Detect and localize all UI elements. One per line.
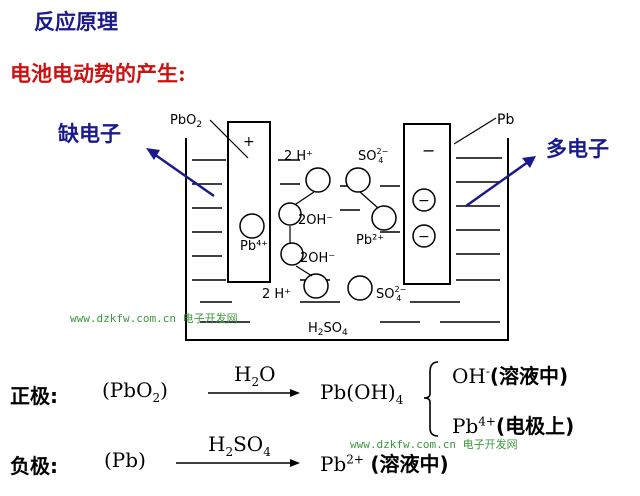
pb-label: Pb	[497, 112, 514, 128]
positive-sign: +	[243, 134, 255, 150]
product-branch-pb4: Pb4+(电极上)	[452, 414, 575, 438]
watermark: www.dzkfw.com.cn 电子开发网	[350, 438, 518, 451]
ion-so4-bottom: SO2−4	[376, 285, 406, 303]
positive-reactant: (PbO2)	[102, 378, 168, 405]
electrolyte-lines	[192, 157, 502, 323]
product-branch-oh: OH-(溶液中)	[452, 364, 569, 388]
ion-pb2: Pb²⁺	[356, 233, 384, 248]
pbo2-label: PbO2	[170, 113, 202, 130]
negative-label: 负极:	[10, 454, 58, 478]
electron-sign: −	[418, 229, 430, 245]
electron-sign: −	[418, 193, 430, 209]
electron-flow-arrows	[146, 148, 536, 208]
ion-h-top: 2 H⁺	[284, 149, 313, 164]
negative-sign: −	[422, 141, 435, 160]
negative-product: Pb2+ (溶液中)	[320, 452, 449, 476]
ion-h-bottom: 2 H⁺	[262, 287, 291, 302]
negative-reactant: (Pb)	[104, 448, 146, 472]
positive-product: Pb(OH)4	[320, 380, 404, 407]
ion-pb4: Pb⁴⁺	[240, 239, 268, 254]
negative-condition: H2SO4	[208, 432, 271, 459]
ion-oh-1: 2OH⁻	[298, 213, 333, 228]
ion-circles	[239, 167, 397, 301]
pbo2-electrode	[227, 121, 271, 283]
container-outline	[185, 138, 509, 341]
electrolyte-label: H2SO4	[308, 321, 348, 338]
watermark: www.dzkfw.com.cn 电子开发网	[70, 312, 238, 325]
more-electron-label: 多电子	[546, 137, 609, 161]
ion-oh-2: 2OH⁻	[300, 251, 335, 266]
positive-condition: H2O	[234, 362, 276, 389]
page-title: 反应原理	[34, 9, 118, 34]
electron-circle	[412, 224, 436, 248]
lack-electron-label: 缺电子	[58, 122, 121, 146]
electron-circle	[412, 188, 436, 212]
ion-so4-top: SO2−4	[358, 147, 388, 165]
branch-bracket	[423, 361, 439, 437]
positive-label: 正极:	[10, 384, 58, 408]
section-title: 电池电动势的产生:	[10, 61, 186, 86]
